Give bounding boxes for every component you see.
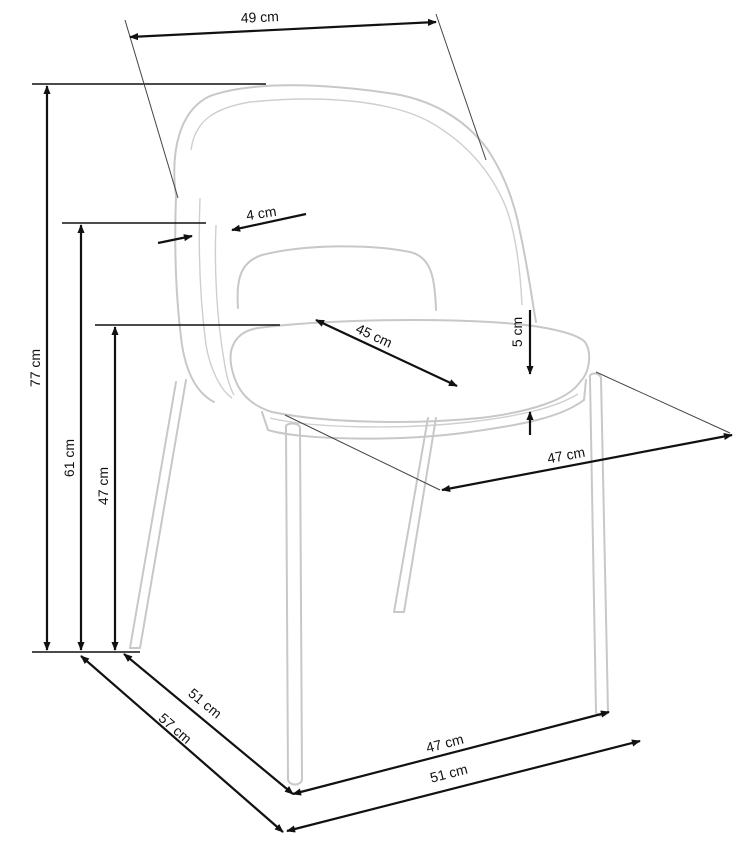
dimension-labels: 49 cm 4 cm 77 cm 61 cm 47 cm 45 cm 5 cm … bbox=[27, 8, 586, 786]
side-depth-inner-label: 51 cm bbox=[185, 685, 225, 722]
side-depth-outer-label: 57 cm bbox=[156, 710, 195, 747]
extension-lines bbox=[32, 13, 731, 653]
seat-width-label: 47 cm bbox=[546, 444, 586, 467]
seat-width-arrow bbox=[441, 432, 733, 493]
side-depth-outer-arrow bbox=[80, 655, 284, 833]
frame-thickness-arrow-right bbox=[231, 212, 307, 232]
dimension-arrows bbox=[43, 18, 733, 833]
back-width-label: 49 cm bbox=[240, 8, 279, 26]
side-depth-inner-arrow bbox=[123, 653, 294, 795]
seat-height-label: 47 cm bbox=[95, 467, 111, 505]
front-width-inner-arrow bbox=[292, 710, 610, 796]
armrest-height-label: 61 cm bbox=[61, 439, 77, 477]
seat-depth-arrow bbox=[315, 319, 458, 387]
front-width-outer-arrow bbox=[286, 739, 641, 833]
frame-thickness-label: 4 cm bbox=[245, 203, 277, 224]
chair-outline bbox=[129, 84, 609, 786]
back-width-arrow bbox=[129, 18, 437, 41]
frame-thickness-arrow-left bbox=[157, 234, 193, 245]
front-width-outer-label: 51 cm bbox=[428, 761, 469, 786]
cushion-thickness-label: 5 cm bbox=[509, 317, 525, 347]
total-height-label: 77 cm bbox=[27, 349, 43, 387]
